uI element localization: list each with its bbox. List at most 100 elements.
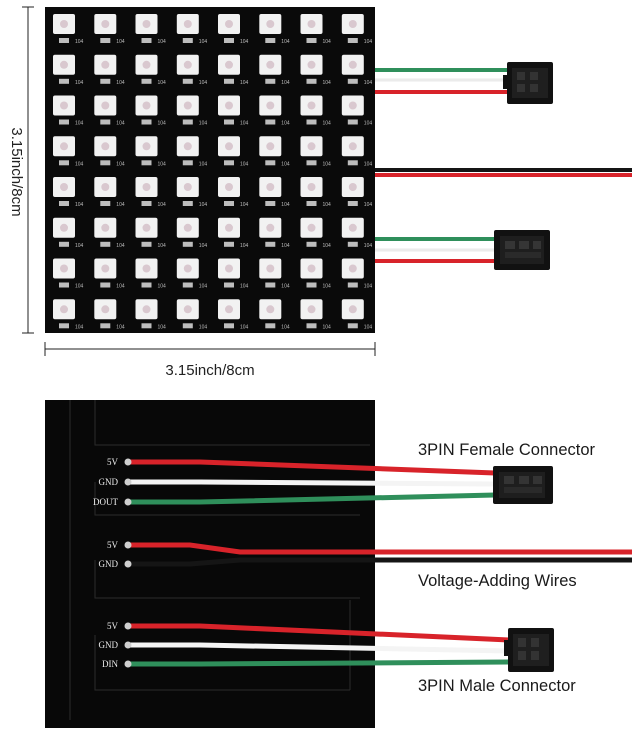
component-code: 104 — [75, 39, 84, 45]
led-die — [225, 20, 233, 28]
capacitor — [224, 38, 234, 43]
led-die — [101, 223, 110, 232]
capacitor — [141, 241, 152, 247]
led-die — [348, 60, 357, 69]
component-code: 104 — [75, 80, 84, 86]
bottom-male-connector — [504, 628, 554, 672]
capacitor — [265, 201, 276, 206]
capacitor — [306, 282, 317, 288]
capacitor — [141, 160, 152, 166]
component-code: 104 — [199, 80, 208, 86]
component-code: 104 — [323, 324, 332, 330]
component-code: 104 — [364, 243, 373, 249]
capacitor — [224, 119, 234, 125]
capacitor — [306, 241, 317, 247]
pad-label-dout: DOUT — [93, 497, 118, 507]
width-dimension — [44, 342, 376, 356]
capacitor — [182, 323, 193, 329]
capacitor — [224, 160, 234, 166]
pad-label-gnd-1: GND — [99, 477, 119, 487]
capacitor — [141, 201, 152, 206]
capacitor — [306, 323, 317, 329]
callout-voltage-wires: Voltage-Adding Wires — [418, 572, 577, 590]
component-code: 104 — [158, 284, 167, 290]
led-die — [183, 305, 192, 314]
led-die — [142, 101, 151, 110]
top-wires — [370, 68, 632, 263]
component-code: 104 — [199, 324, 208, 330]
led-die — [225, 305, 233, 314]
component-code: 104 — [199, 284, 208, 290]
top-male-connector — [494, 230, 550, 270]
callout-male-connector: 3PIN Male Connector — [418, 677, 576, 695]
capacitor — [265, 38, 276, 43]
component-code: 104 — [240, 39, 249, 45]
led-die — [142, 264, 151, 273]
led-die — [225, 223, 233, 232]
capacitor — [306, 38, 317, 43]
led-die — [266, 101, 275, 110]
capacitor — [347, 241, 358, 247]
led-die — [142, 20, 151, 28]
capacitor — [100, 160, 111, 166]
capacitor — [306, 160, 317, 166]
capacitor — [100, 119, 111, 125]
component-code: 104 — [240, 161, 249, 167]
led-die — [266, 305, 275, 314]
pad-label-gnd-3: GND — [99, 640, 119, 650]
capacitor — [265, 119, 276, 125]
led-die — [60, 20, 68, 28]
capacitor — [224, 323, 234, 329]
capacitor — [141, 282, 152, 288]
component-code: 104 — [364, 39, 373, 45]
component-code: 104 — [240, 284, 249, 290]
led-die — [183, 264, 192, 273]
capacitor — [182, 119, 193, 125]
led-die — [183, 20, 192, 28]
capacitor — [100, 241, 111, 247]
component-code: 104 — [323, 80, 332, 86]
pad-label-5v-1: 5V — [107, 457, 119, 467]
led-die — [307, 183, 316, 191]
led-die — [266, 60, 275, 69]
capacitor — [306, 119, 317, 125]
capacitor — [347, 78, 358, 84]
component-code: 104 — [364, 284, 373, 290]
led-die — [101, 101, 110, 110]
capacitor — [265, 241, 276, 247]
component-code: 104 — [281, 324, 290, 330]
led-die — [60, 183, 68, 191]
capacitor — [59, 241, 69, 247]
component-code: 104 — [75, 161, 84, 167]
led-die — [60, 223, 68, 232]
led-die — [307, 264, 316, 273]
led-die — [225, 142, 233, 151]
top-led-matrix-view: 104 104 104 104 104 104 104 104 104 104 104 104 104 1… — [8, 6, 632, 379]
led-die — [60, 264, 68, 273]
led-die — [101, 20, 110, 28]
capacitor — [265, 282, 276, 288]
led-die — [266, 223, 275, 232]
component-code: 104 — [281, 243, 290, 249]
pad-label-gnd-2: GND — [99, 559, 119, 569]
led-die — [348, 101, 357, 110]
component-code: 104 — [75, 324, 84, 330]
capacitor — [141, 323, 152, 329]
component-code: 104 — [158, 161, 167, 167]
component-code: 104 — [116, 324, 125, 330]
capacitor — [59, 160, 69, 166]
led-die — [348, 223, 357, 232]
led-die — [307, 142, 316, 151]
led-die — [101, 305, 110, 314]
capacitor — [100, 282, 111, 288]
capacitor — [306, 78, 317, 84]
led-die — [307, 20, 316, 28]
component-code: 104 — [158, 243, 167, 249]
callout-female-connector: 3PIN Female Connector — [418, 441, 596, 459]
capacitor — [100, 38, 111, 43]
pad-label-din: DIN — [102, 659, 118, 669]
component-code: 104 — [116, 80, 125, 86]
led-die — [225, 60, 233, 69]
component-code: 104 — [158, 324, 167, 330]
led-die — [225, 101, 233, 110]
